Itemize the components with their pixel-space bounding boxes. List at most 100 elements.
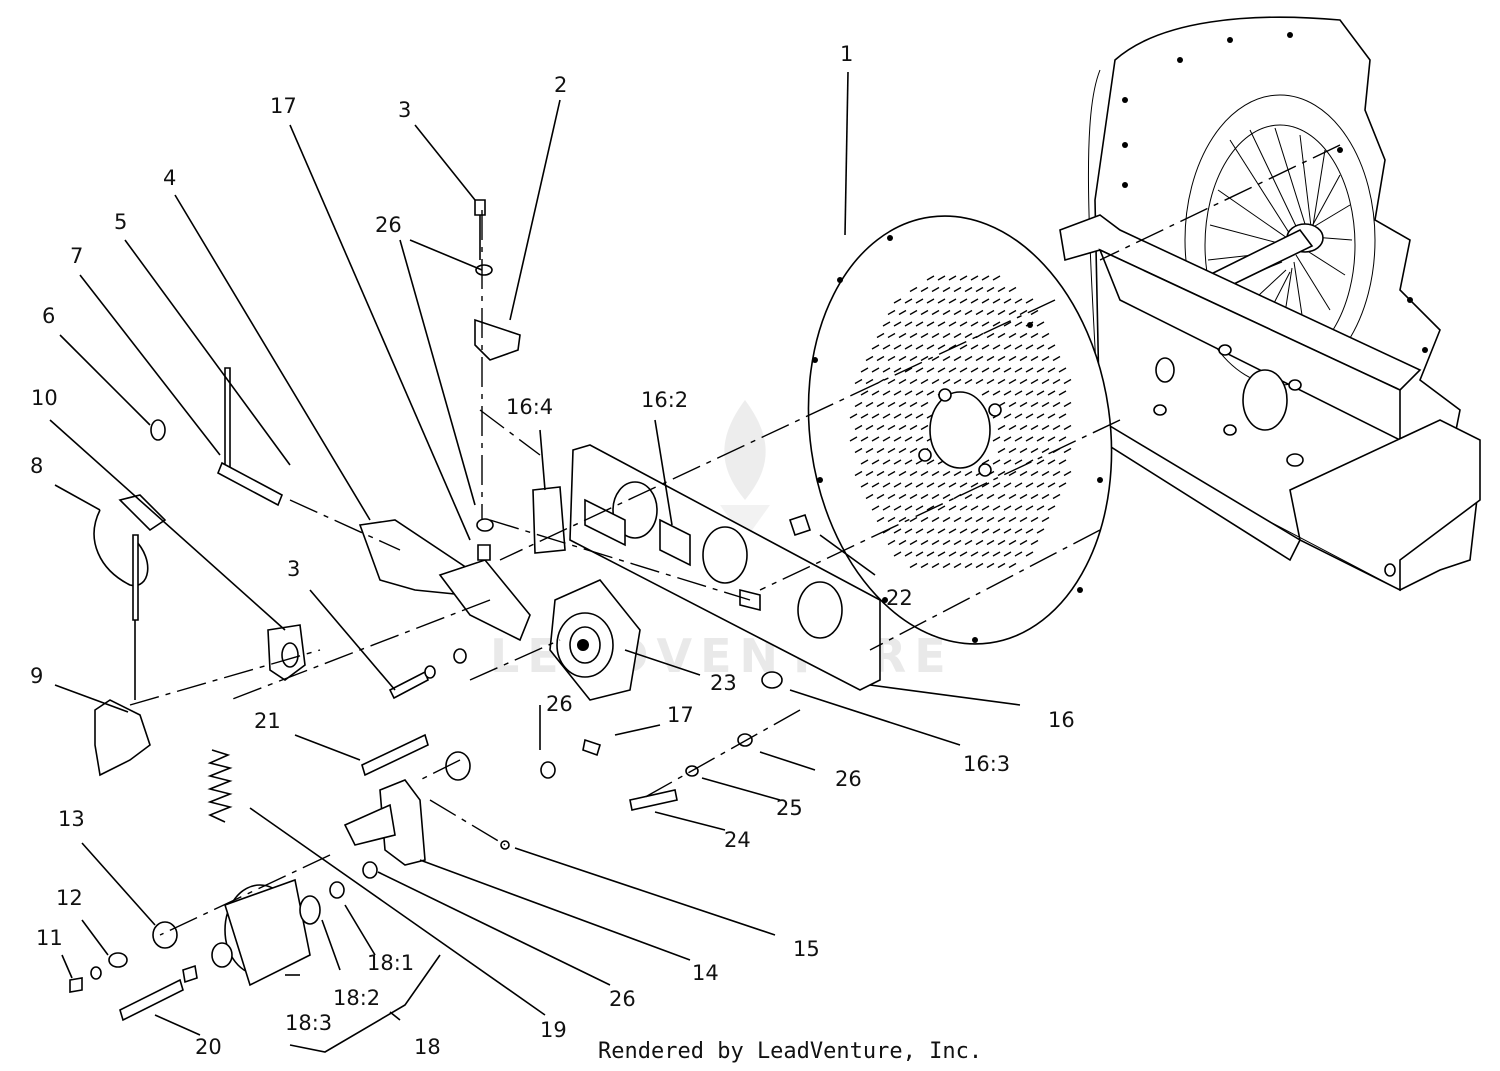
grille-slot [920,562,929,569]
grille-slot [865,401,874,408]
watermark-flame-icon [720,400,770,540]
grille-slot [898,309,907,316]
grille-slot [975,378,984,385]
grille-slot [1036,390,1045,396]
grille-slot [904,390,913,396]
callout-15: 15 [793,937,820,961]
callout-17-mid: 17 [667,703,694,727]
callout-8: 8 [30,454,43,478]
grille-slot [931,539,940,546]
credit-text: Rendered by LeadVenture, Inc. [598,1039,982,1064]
grille-slot [992,275,1001,281]
grille-slot [953,286,962,293]
grille-slot [1008,401,1017,408]
grille-slot [1047,459,1056,465]
grille-slot [931,309,940,316]
decal-16-4 [532,486,566,554]
grille-slot [920,516,929,523]
grille-slot [920,286,929,293]
grille-slot [920,401,929,408]
grille-slot [904,482,913,488]
grille-slot [920,424,929,431]
blower-screen [807,215,1113,645]
grille-slot [882,413,891,419]
grille-slot [1025,482,1034,488]
grille-slot [882,321,891,327]
grille-slot [909,424,918,431]
grille-slot [871,436,880,442]
grille-slot [1030,332,1039,339]
grille-slot [926,551,935,557]
grille-slot [1014,367,1023,373]
grille-slot [964,516,973,523]
grille-slot [1058,436,1067,442]
grille-slot [876,470,885,477]
grille-slot [898,355,907,362]
grille-slot [871,459,880,465]
callout-3-mid: 3 [287,557,300,581]
grille-slot [876,516,885,523]
grille-slot [926,390,935,396]
grille-slot [926,482,935,488]
grille-slot [1025,298,1034,304]
grille-slot [876,355,885,362]
grille-slot [975,355,984,362]
grille-slot [1014,344,1023,350]
grille-slot [920,309,929,316]
grille-slot [893,551,902,557]
grille-slot [981,459,990,465]
grille-slot [1003,436,1012,442]
grille-slot [909,493,918,500]
grille-slot [882,459,891,465]
grille-slot [959,344,968,350]
grille-slot [937,505,946,511]
grille-slot [1003,367,1012,373]
grille-slot [865,493,874,500]
grille-slot [920,332,929,339]
grille-slot [970,298,979,304]
grille-slot [981,298,990,304]
callout-18-3: 18:3 [285,1011,332,1035]
grille-slot [893,505,902,511]
callout-21: 21 [254,709,281,733]
callout-16: 16 [1048,708,1075,732]
callout-7: 7 [70,244,83,268]
grille-slot [948,367,957,373]
grille-slot [860,413,869,419]
grille-slot [893,436,902,442]
grille-slot [1036,459,1045,465]
screen-grille-pattern [849,275,1072,569]
grille-slot [942,332,951,339]
callout-12: 12 [56,886,83,910]
grille-slot [893,321,902,327]
grille-slot [898,332,907,339]
callout-26-bottom: 26 [609,987,636,1011]
grille-slot [953,378,962,385]
grille-slot [876,424,885,431]
grille-slot [887,493,896,500]
callout-26-mid: 26 [546,692,573,716]
grille-slot [871,344,880,350]
grille-slot [992,321,1001,327]
grille-slot [1030,378,1039,385]
grille-slot [1058,413,1067,419]
grille-slot [1047,344,1056,350]
grille-slot [1058,482,1067,488]
grille-slot [997,562,1006,569]
grille-slot [915,298,924,304]
grille-slot [997,539,1006,546]
callout-16-2: 16:2 [641,388,688,412]
grille-slot [1041,378,1050,385]
grille-slot [876,447,885,454]
grille-slot [1003,390,1012,396]
grille-slot [970,344,979,350]
grille-slot [871,390,880,396]
grille-slot [926,528,935,534]
grille-slot [909,539,918,546]
callout-4: 4 [163,166,176,190]
grille-slot [1008,355,1017,362]
grille-slot [865,378,874,385]
grille-slot [887,516,896,523]
grille-slot [970,321,979,327]
callout-9: 9 [30,664,43,688]
